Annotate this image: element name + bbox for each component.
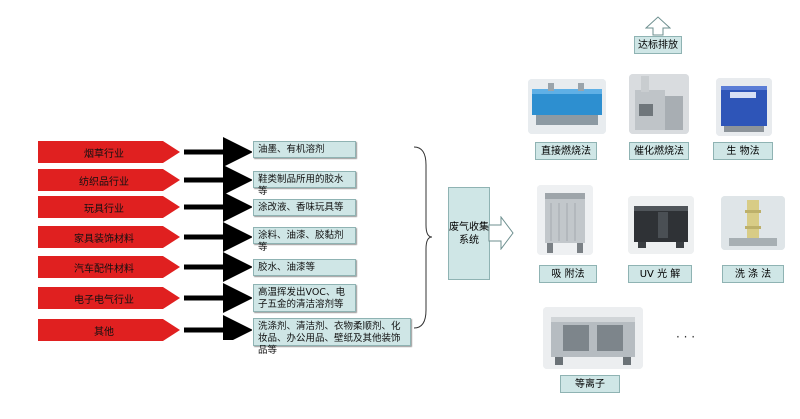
industry-furniture: 家具装饰材料 xyxy=(38,226,180,248)
direct-combustion-image xyxy=(528,79,606,134)
source-auto-parts: 胶水、油漆等 xyxy=(253,259,356,276)
method-direct-combustion: 直接燃烧法 xyxy=(535,142,597,160)
up-arrow-icon xyxy=(645,16,671,36)
industry-electronics: 电子电气行业 xyxy=(38,287,180,309)
bracket xyxy=(413,146,432,329)
industry-tobacco: 烟草行业 xyxy=(38,141,180,163)
method-biological: 生 物法 xyxy=(713,142,773,160)
method-adsorption: 吸 附法 xyxy=(539,265,597,283)
gas-collection-system: 废气收集系统 xyxy=(448,187,490,280)
method-catalytic-combustion: 催化燃烧法 xyxy=(629,142,689,160)
source-tobacco: 油墨、有机溶剂 xyxy=(253,141,356,158)
plasma-image xyxy=(543,307,643,369)
source-textile: 鞋类制品所用的胶水等 xyxy=(253,171,356,197)
source-other: 洗涤剂、清洁剂、衣物柔顺剂、化妆品、办公用品、壁纸及其他装饰品等 xyxy=(253,318,411,356)
source-furniture: 涂料、油漆、胶黏剂等 xyxy=(253,227,356,253)
method-plasma: 等离子 xyxy=(560,375,620,393)
industry-toys: 玩具行业 xyxy=(38,196,180,218)
source-electronics: 高温挥发出VOC、电子五金的清洁溶剂等 xyxy=(253,284,356,312)
method-washing: 洗 涤 法 xyxy=(722,265,784,283)
industry-other: 其他 xyxy=(38,319,180,341)
adsorption-image xyxy=(537,185,593,255)
industry-textile: 纺织品行业 xyxy=(38,169,180,191)
catalytic-combustion-image xyxy=(629,74,689,134)
washing-image xyxy=(721,196,785,250)
more-methods-ellipsis: · · · xyxy=(676,330,696,344)
connector-arrows xyxy=(184,137,252,340)
biological-image xyxy=(716,78,772,136)
industry-auto-parts: 汽车配件材料 xyxy=(38,256,180,278)
hollow-arrow-icon xyxy=(488,216,514,250)
uv-photolysis-image xyxy=(628,196,694,254)
source-toys: 涂改液、香味玩具等 xyxy=(253,199,356,216)
method-uv-photolysis: UV 光 解 xyxy=(628,265,692,283)
discharge-label: 达标排放 xyxy=(634,36,682,54)
